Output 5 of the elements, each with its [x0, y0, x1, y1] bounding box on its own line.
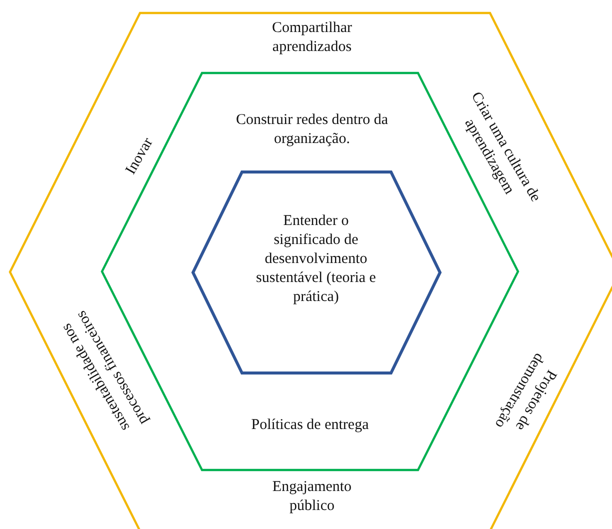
hexagon-label: Entender o significado de desenvolvimento sustentável (teoria e prática) [255, 212, 377, 306]
hexagon-label: Compartilhar aprendizados [271, 19, 353, 57]
hexagon-label: Engajamento público [271, 478, 353, 516]
hexagon-label: Políticas de entrega [250, 416, 370, 434]
hexagon-label: Construir redes dentro da organização. [234, 111, 390, 149]
